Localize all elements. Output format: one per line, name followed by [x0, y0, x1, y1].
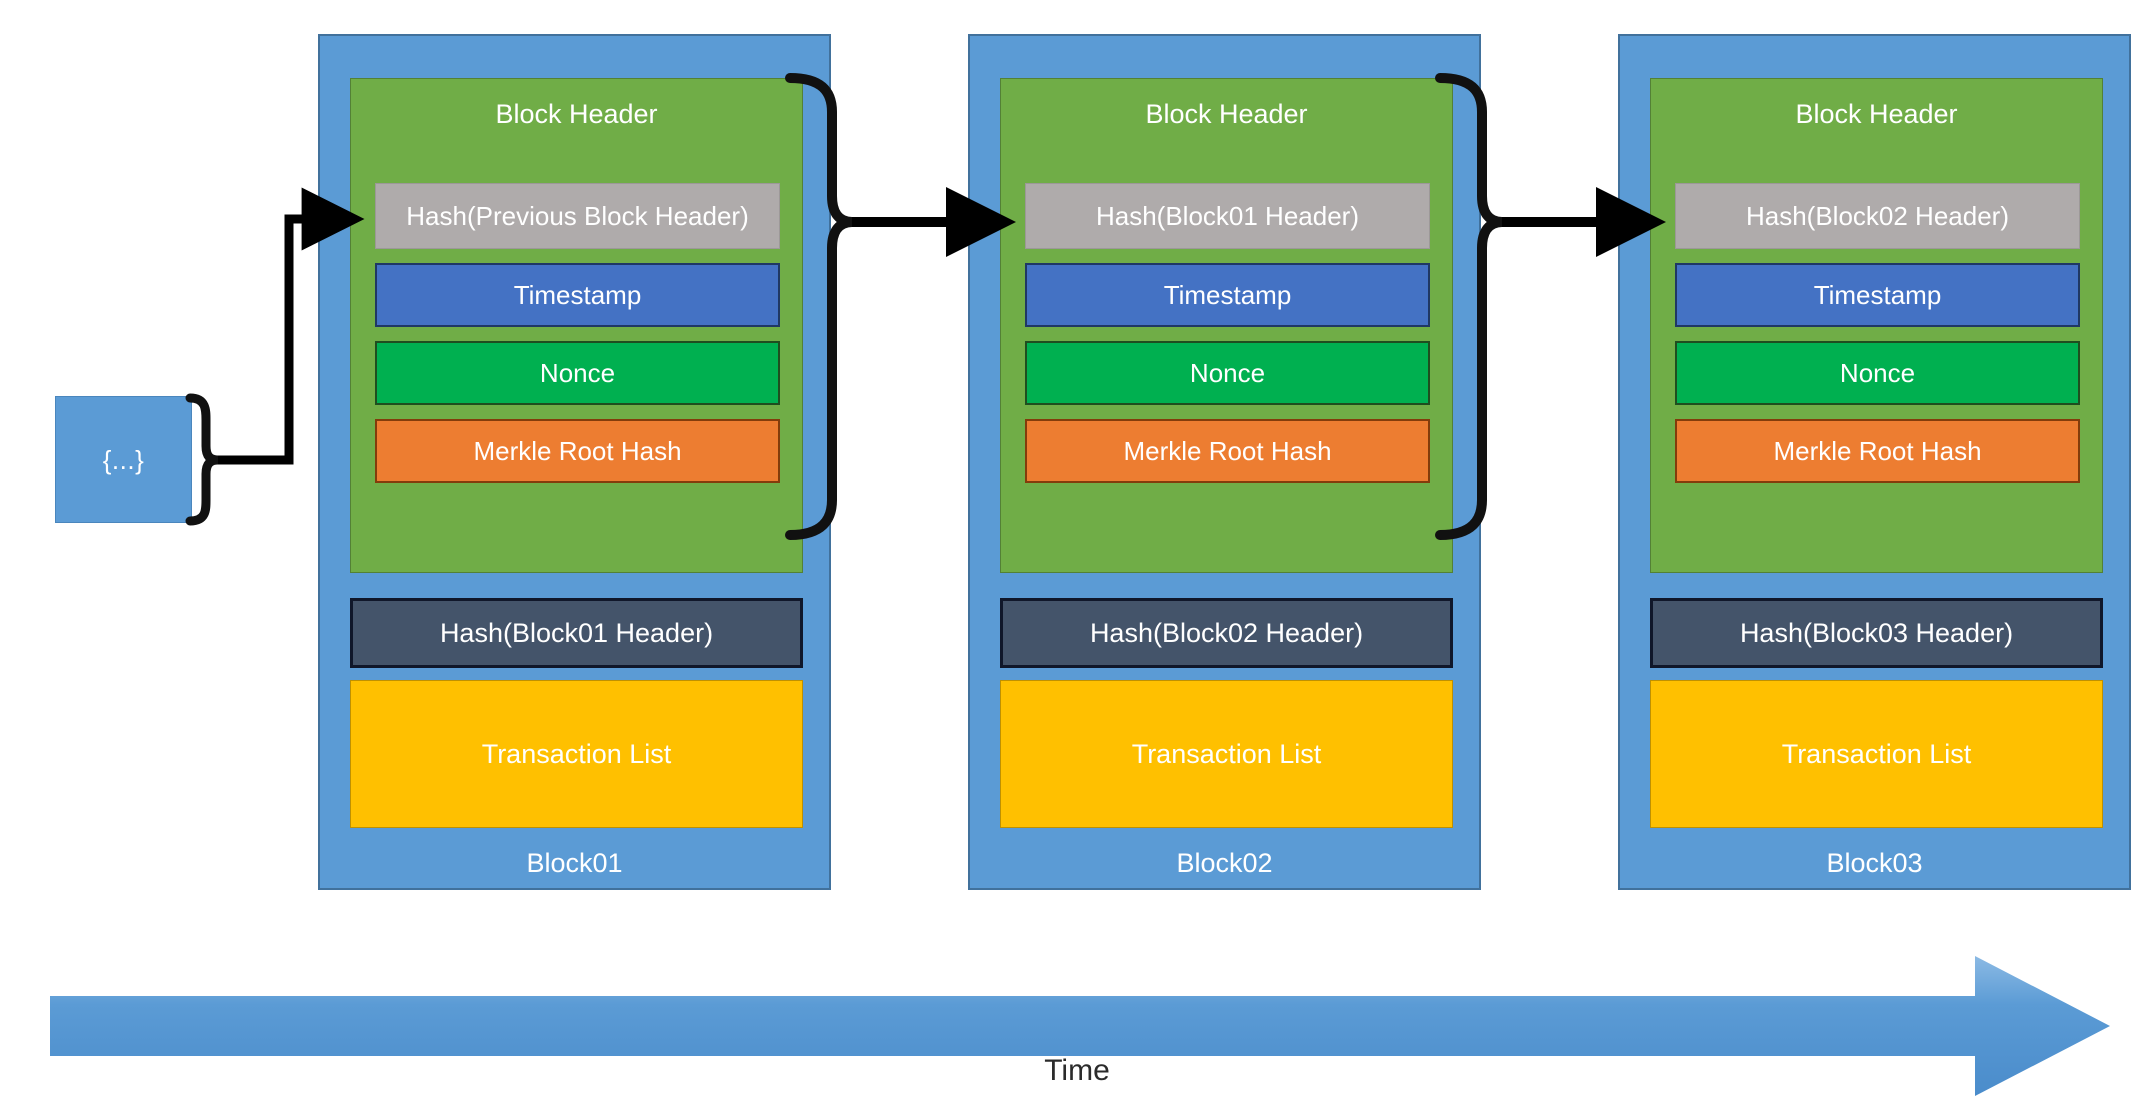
block-01-header-group: Block Header Hash(Previous Block Header)…: [350, 78, 803, 573]
block-01[interactable]: Block Header Hash(Previous Block Header)…: [318, 34, 831, 890]
block-02-merkle-root-label: Merkle Root Hash: [1123, 435, 1332, 466]
block-02-nonce-field[interactable]: Nonce: [1025, 341, 1430, 405]
block-03-timestamp-label: Timestamp: [1813, 279, 1942, 310]
block-02-merkle-root-field[interactable]: Merkle Root Hash: [1025, 419, 1430, 483]
block-01-own-hash-field[interactable]: Hash(Block01 Header): [350, 598, 803, 668]
block-03-prev-hash-field[interactable]: Hash(Block02 Header): [1675, 183, 2080, 249]
block-01-own-hash-label: Hash(Block01 Header): [439, 617, 714, 648]
block-03-header-group: Block Header Hash(Block02 Header) Timest…: [1650, 78, 2103, 573]
block-01-merkle-root-field[interactable]: Merkle Root Hash: [375, 419, 780, 483]
block-03-timestamp-field[interactable]: Timestamp: [1675, 263, 2080, 327]
block-02-prev-hash-label: Hash(Block01 Header): [1095, 200, 1359, 231]
time-arrow-shape: [50, 956, 2110, 1096]
block-01-caption: Block01: [526, 848, 623, 878]
block-01-merkle-root-label: Merkle Root Hash: [473, 435, 682, 466]
block-03-own-hash-field[interactable]: Hash(Block03 Header): [1650, 598, 2103, 668]
block-02-timestamp-field[interactable]: Timestamp: [1025, 263, 1430, 327]
ellipsis-label: {...}: [102, 444, 145, 475]
block-02[interactable]: Block Header Hash(Block01 Header) Timest…: [968, 34, 1481, 890]
block-02-transaction-list[interactable]: Transaction List: [1000, 680, 1453, 828]
block-01-header-title: Block Header: [495, 99, 658, 129]
block-01-transaction-list-label: Transaction List: [481, 738, 672, 769]
block-03-caption: Block03: [1826, 848, 1923, 878]
block-03-nonce-field[interactable]: Nonce: [1675, 341, 2080, 405]
block-03-merkle-root-field[interactable]: Merkle Root Hash: [1675, 419, 2080, 483]
block-02-prev-hash-field[interactable]: Hash(Block01 Header): [1025, 183, 1430, 249]
block-01-prev-hash-label: Hash(Previous Block Header): [406, 200, 749, 231]
block-01-prev-hash-field[interactable]: Hash(Previous Block Header): [375, 183, 780, 249]
block-01-timestamp-field[interactable]: Timestamp: [375, 263, 780, 327]
block-03-own-hash-label: Hash(Block03 Header): [1739, 617, 2014, 648]
block-03[interactable]: Block Header Hash(Block02 Header) Timest…: [1618, 34, 2131, 890]
time-axis: [50, 956, 2110, 1096]
block-01-nonce-field[interactable]: Nonce: [375, 341, 780, 405]
block-03-nonce-label: Nonce: [1839, 357, 1916, 388]
block-03-transaction-list[interactable]: Transaction List: [1650, 680, 2103, 828]
previous-blocks-ellipsis-box: {...}: [55, 396, 192, 523]
block-02-header-title: Block Header: [1145, 99, 1308, 129]
block-01-timestamp-label: Timestamp: [513, 279, 642, 310]
block-03-merkle-root-label: Merkle Root Hash: [1773, 435, 1982, 466]
block-01-transaction-list[interactable]: Transaction List: [350, 680, 803, 828]
block-02-own-hash-label: Hash(Block02 Header): [1089, 617, 1364, 648]
genesis-brace: [185, 393, 223, 526]
block-01-nonce-label: Nonce: [539, 357, 616, 388]
block-03-prev-hash-label: Hash(Block02 Header): [1745, 200, 2009, 231]
block-02-caption: Block02: [1176, 848, 1273, 878]
block-02-own-hash-field[interactable]: Hash(Block02 Header): [1000, 598, 1453, 668]
block-02-nonce-label: Nonce: [1189, 357, 1266, 388]
time-axis-label: Time: [1044, 1054, 1110, 1087]
block-03-transaction-list-label: Transaction List: [1781, 738, 1972, 769]
block-02-timestamp-label: Timestamp: [1163, 279, 1292, 310]
block-03-header-title: Block Header: [1795, 99, 1958, 129]
block-02-transaction-list-label: Transaction List: [1131, 738, 1322, 769]
block-02-header-group: Block Header Hash(Block01 Header) Timest…: [1000, 78, 1453, 573]
